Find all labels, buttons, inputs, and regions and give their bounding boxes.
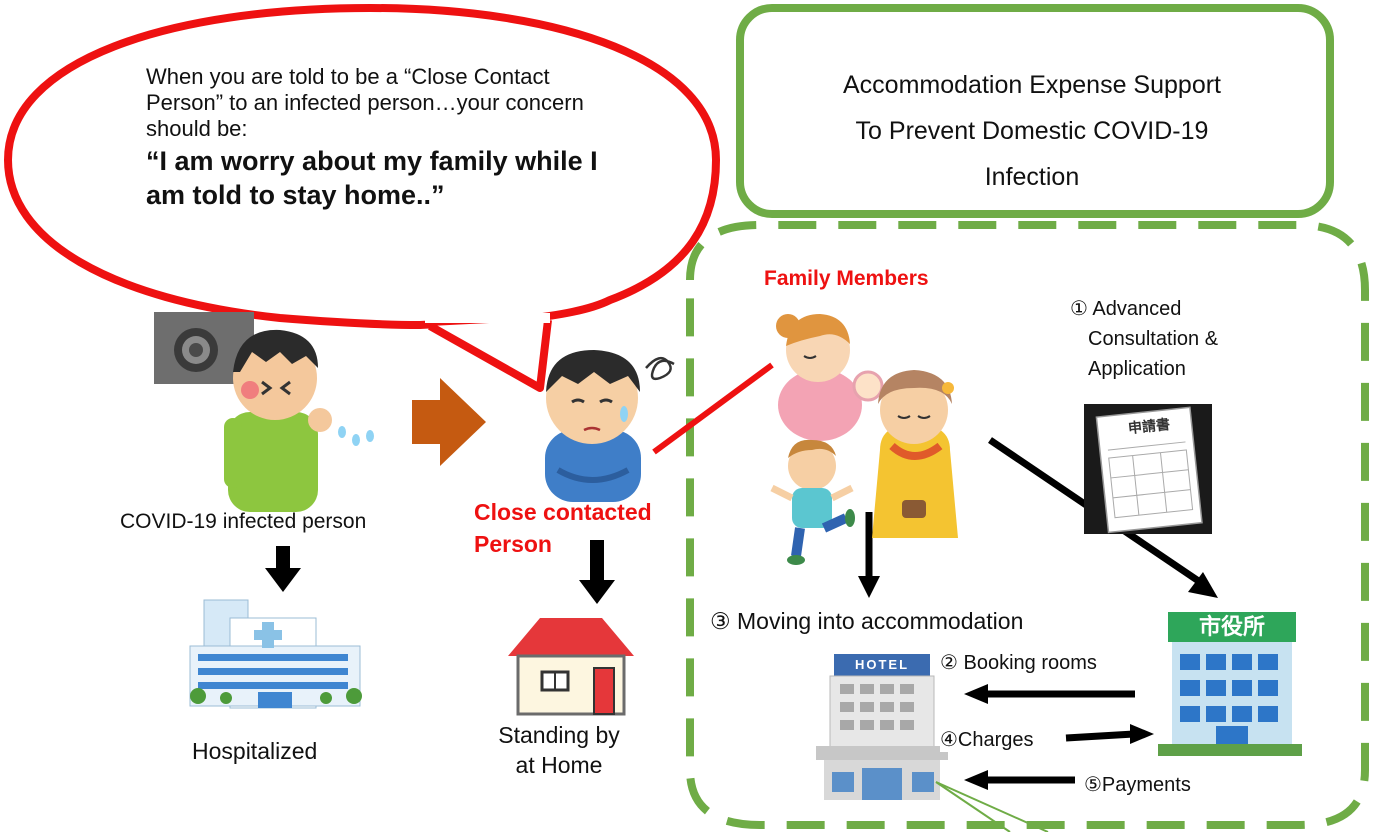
sick-boy-illustration [224,329,374,512]
hotel-illustration [816,654,948,800]
family-members-label: Family Members [764,267,929,290]
title-line-3: Infection [984,163,1080,191]
standing-by-line-2: at Home [515,752,603,778]
speech-bubble [3,3,721,392]
grandmother-illustration [872,370,958,538]
dashed-region [686,221,1369,829]
flow-arrow [412,378,486,466]
close-contacted-label: Close contacted Person [474,496,652,560]
worried-boy-illustration [545,350,675,502]
step-1-line-3: Application [1088,358,1186,380]
title-box [736,4,1334,218]
step-5-label: ⑤Payments [1084,772,1191,797]
city-hall-sign: 市役所 [1198,614,1265,639]
red-connector-line [652,362,774,455]
title-text: Accommodation Expense Support To Prevent… [752,62,1312,200]
bubble-intro: When you are told to be a “Close Contact… [146,64,584,141]
title-line-2: To Prevent Domestic COVID-19 [855,117,1209,145]
infected-person-label: COVID-19 infected person [120,510,367,533]
step-1-line-2: Consultation & [1088,328,1219,350]
close-contacted-line-1: Close contacted [474,499,652,525]
house-illustration [508,618,634,716]
title-line-1: Accommodation Expense Support [843,71,1221,99]
standing-by-label: Standing by at Home [470,720,648,780]
bubble-quote: “I am worry about my family while I am t… [146,146,598,210]
close-contacted-line-2: Person [474,531,552,557]
standing-by-line-1: Standing by [498,722,620,748]
hospitalized-label: Hospitalized [192,738,318,764]
callout-lines [935,781,1049,832]
step-4-label: ④Charges [940,727,1034,752]
step-1-line-1: ① Advanced [1070,298,1182,320]
mother-with-baby-illustration [776,314,884,441]
running-child-illustration [770,439,855,565]
application-form-illustration [1084,404,1212,534]
hotel-sign: HOTEL [854,657,910,672]
hospital-illustration [189,599,362,709]
bubble-text: When you are told to be a “Close Contact… [146,64,616,212]
city-hall-illustration [1158,612,1302,756]
step-1-label: ① Advanced Consultation & Application [1070,294,1218,384]
step-3-label: ③ Moving into accommodation [708,608,1026,635]
step-2-label: ② Booking rooms [940,650,1097,675]
